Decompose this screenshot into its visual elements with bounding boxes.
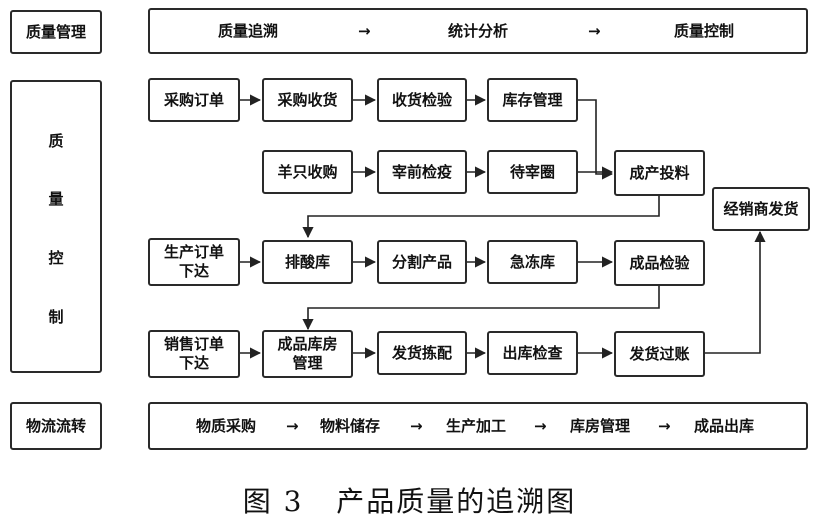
bottom-flow-arrow-3: → [534, 417, 547, 435]
node-holding-pen: 待宰圈 [487, 150, 578, 194]
node-purchase-order-label: 采购订单 [163, 90, 224, 109]
top-flow-arrow-2: → [588, 22, 601, 40]
node-pre-slaughter-quarantine-label: 宰前检疫 [391, 162, 452, 181]
node-shipment-picking-label: 发货拣配 [391, 343, 452, 362]
node-inventory-management-label: 库存管理 [502, 90, 563, 109]
label-quality-control-char-4: 制 [48, 308, 64, 326]
node-finished-inspection: 成品检验 [614, 240, 705, 286]
label-logistics-text: 物流流转 [25, 416, 86, 435]
node-production-order-label: 生产订单 下达 [163, 243, 224, 280]
node-purchase-receipt: 采购收货 [262, 78, 353, 122]
node-dealer-shipment: 经销商发货 [712, 187, 810, 231]
node-acid-discharge: 排酸库 [262, 240, 353, 284]
bottom-flow-item-purchase: 物质采购 [196, 417, 257, 435]
bottom-flow-banner: 物质采购 → 物料储存 → 生产加工 → 库房管理 → 成品出库 [148, 402, 808, 450]
label-quality-management: 质量管理 [10, 10, 102, 54]
node-sales-order-label: 销售订单 下达 [163, 335, 224, 372]
node-production-input-label: 成产投料 [629, 163, 690, 182]
bottom-flow-arrow-4: → [658, 417, 671, 435]
node-receipt-inspection: 收货检验 [377, 78, 467, 122]
label-logistics: 物流流转 [10, 402, 102, 450]
node-quick-freeze-label: 急冻库 [509, 252, 555, 271]
node-production-input: 成产投料 [614, 150, 705, 196]
node-sheep-purchase-label: 羊只收购 [277, 162, 338, 181]
node-cutting-products: 分割产品 [377, 240, 467, 284]
node-shipment-picking: 发货拣配 [377, 331, 467, 375]
label-quality-management-text: 质量管理 [25, 22, 86, 41]
node-cutting-products-label: 分割产品 [391, 252, 452, 271]
bottom-flow-item-processing: 生产加工 [446, 417, 507, 435]
arrow-finished-inspection-to-warehouse [302, 286, 660, 331]
node-quick-freeze: 急冻库 [487, 240, 578, 284]
arrow-production-input-to-acid [302, 196, 660, 239]
node-sales-order: 销售订单 下达 [148, 330, 240, 378]
node-production-order: 生产订单 下达 [148, 238, 240, 286]
node-outbound-check-label: 出库检查 [502, 343, 563, 362]
node-finished-warehouse: 成品库房 管理 [262, 330, 353, 378]
top-flow-item-quality-control: 质量控制 [674, 22, 735, 40]
node-holding-pen-label: 待宰圈 [509, 162, 555, 181]
node-dealer-shipment-label: 经销商发货 [723, 199, 799, 218]
top-flow-banner: 质量追溯 → 统计分析 → 质量控制 [148, 8, 808, 54]
label-quality-control-char-3: 控 [48, 249, 64, 267]
node-shipment-posting: 发货过账 [614, 331, 705, 377]
node-acid-discharge-label: 排酸库 [284, 252, 330, 271]
node-outbound-check: 出库检查 [487, 331, 578, 375]
node-inventory-management: 库存管理 [487, 78, 578, 122]
node-sheep-purchase: 羊只收购 [262, 150, 353, 194]
bottom-flow-arrow-1: → [286, 417, 299, 435]
figure-caption: 图 3 产品质量的追溯图 [242, 485, 577, 518]
bottom-flow-item-outbound: 成品出库 [694, 417, 755, 435]
label-quality-control-char-2: 量 [48, 190, 64, 208]
arrow-posting-to-dealer [705, 230, 766, 354]
node-purchase-order: 采购订单 [148, 78, 240, 122]
label-quality-control: 质 量 控 制 [10, 80, 102, 373]
top-flow-item-statistics: 统计分析 [448, 22, 509, 40]
bottom-flow-arrow-2: → [410, 417, 423, 435]
arrow-inventory-to-production-input [578, 99, 614, 180]
label-quality-control-char-1: 质 [48, 132, 64, 150]
node-receipt-inspection-label: 收货检验 [391, 90, 452, 109]
bottom-flow-item-storage: 物料储存 [320, 417, 381, 435]
top-flow-arrow-1: → [358, 22, 371, 40]
node-purchase-receipt-label: 采购收货 [277, 90, 338, 109]
node-finished-warehouse-label: 成品库房 管理 [277, 335, 338, 372]
bottom-flow-item-warehouse: 库房管理 [570, 417, 631, 435]
node-finished-inspection-label: 成品检验 [629, 253, 690, 272]
node-shipment-posting-label: 发货过账 [629, 344, 690, 363]
top-flow-item-traceability: 质量追溯 [218, 22, 279, 40]
node-pre-slaughter-quarantine: 宰前检疫 [377, 150, 467, 194]
